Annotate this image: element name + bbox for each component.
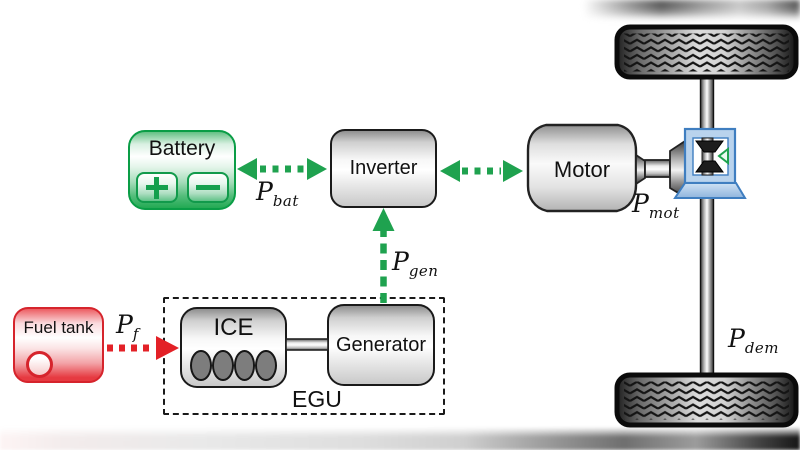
fuel-tank-node: Fuel tank [13,307,104,383]
motor-right-cone [635,153,646,186]
motor-shaft [644,159,671,178]
engine-cylinders [190,350,277,381]
top-gray-smudge [583,0,800,20]
cylinder-icon [190,350,212,381]
ice-node: ICE [180,307,287,388]
bevel-gear-bottom [695,160,724,173]
generator-node: Generator [327,304,435,386]
fuel-tank-label: Fuel tank [23,318,94,337]
battery-minus-cell [186,172,229,203]
final-drive-base [673,182,747,199]
tire-tread [624,33,789,72]
battery-label: Battery [148,137,216,160]
bottom-gray-smudge [0,427,800,450]
p-gen-label: Pgen [392,247,439,280]
gear-pointer-icon [717,146,729,166]
arrow-inverter-motor [440,160,523,182]
drive-axle [699,73,715,379]
p-dem-label: Pdem [728,324,780,357]
generator-label: Generator [335,333,427,356]
battery-plus-cell [135,172,178,203]
inverter-node: Inverter [330,129,437,208]
inverter-label: Inverter [349,157,418,179]
p-f-label: Pf [116,310,139,343]
cylinder-icon [211,350,234,381]
plus-icon [145,176,168,199]
bevel-gear-top [695,140,724,153]
battery-node: Battery [128,130,236,210]
p-bat-label: Pbat [256,177,299,210]
egu-label: EGU [292,386,342,412]
wheel-bottom [614,372,799,428]
wheel-top [614,24,799,80]
motor-label: Motor [553,157,611,182]
p-mot-label: Pmot [632,189,680,222]
final-drive-icon [673,127,747,199]
shaft-bell-flange [669,139,686,199]
tire-tread [624,381,789,420]
arrow-battery-inverter [237,158,327,180]
battery-cells [130,172,234,203]
fuel-cap-icon [26,351,53,378]
minus-icon [195,185,220,190]
cylinder-icon [233,350,256,381]
ice-label: ICE [213,314,254,341]
cylinder-icon [255,350,277,381]
